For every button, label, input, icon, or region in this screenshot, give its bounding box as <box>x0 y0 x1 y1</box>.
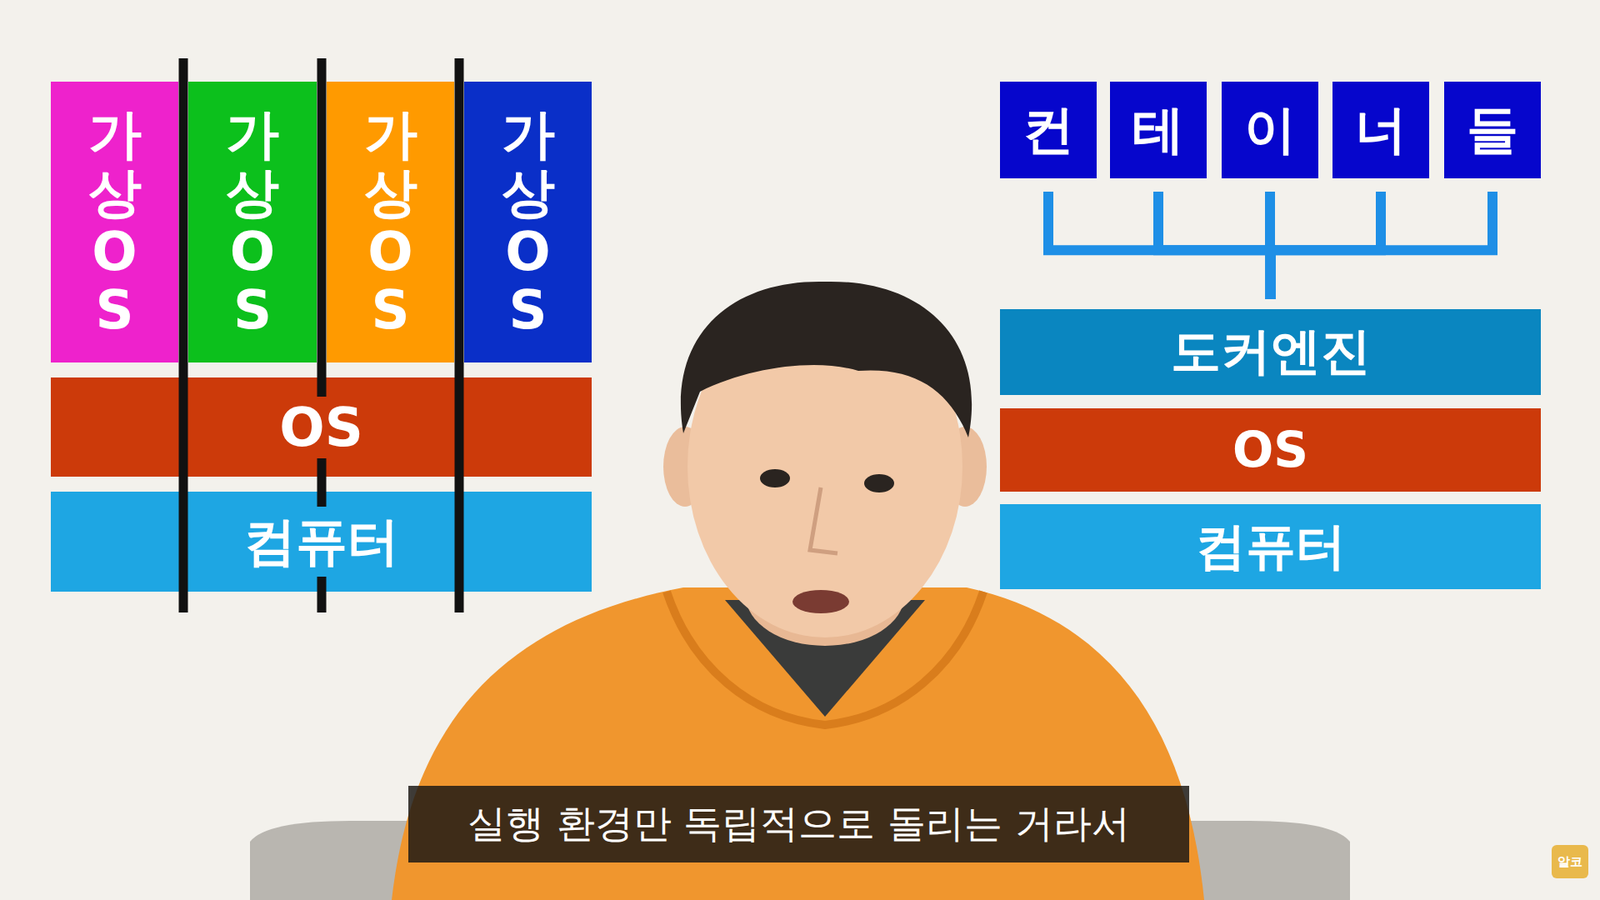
virtual-os-column: 가상OS <box>464 81 592 363</box>
stack-layer-box: 테 <box>1110 81 1207 179</box>
node-label: 컴퓨터 <box>1195 513 1346 581</box>
stack-layer-box: 컨 <box>1000 81 1097 179</box>
node-label: 컨 <box>1022 95 1075 165</box>
subtitle-text: 실행 환경만 독립적으로 돌리는 거라서 <box>467 798 1130 850</box>
node-label: 이 <box>1244 95 1296 165</box>
node-label: OS <box>270 396 372 459</box>
stack-layer-box: 도커엔진 <box>1000 309 1541 395</box>
virtual-os-column: 가상OS <box>326 81 455 363</box>
watermark-text: 알코 <box>1557 854 1583 870</box>
watermark-badge: 알코 <box>1551 845 1589 879</box>
stack-layer-box: 컴퓨터 <box>1000 504 1541 590</box>
node-label: 컴퓨터 <box>235 506 408 577</box>
node-label: 도커엔진 <box>1170 318 1371 386</box>
bracket-connector <box>1048 191 1271 300</box>
eye <box>760 469 790 488</box>
nose <box>810 487 838 554</box>
stack-layer-box: OS <box>1000 408 1541 492</box>
stack-layer-box: 너 <box>1332 81 1430 179</box>
mouth <box>792 590 850 614</box>
node-label: 들 <box>1466 95 1519 165</box>
divider-line <box>317 58 327 613</box>
bracket-connector <box>1158 191 1271 300</box>
bracket-connector <box>1270 191 1494 300</box>
divider-line <box>179 58 189 613</box>
stack-layer-box: 이 <box>1221 81 1319 179</box>
node-label: 가상OS <box>364 105 418 340</box>
node-label: 테 <box>1132 95 1185 165</box>
node-label: OS <box>1232 421 1309 479</box>
node-label: 가상OS <box>88 105 142 340</box>
virtual-os-column: 가상OS <box>50 81 179 363</box>
node-label: 가상OS <box>225 105 280 340</box>
stack-layer-box: 들 <box>1444 81 1541 179</box>
divider-line <box>455 58 465 613</box>
node-label: 너 <box>1355 95 1407 165</box>
node-label: 가상OS <box>501 105 555 340</box>
virtual-os-column: 가상OS <box>188 81 317 363</box>
eye <box>864 474 895 493</box>
hair <box>680 281 972 438</box>
subtitle-box: 실행 환경만 독립적으로 돌리는 거라서 <box>408 785 1190 863</box>
